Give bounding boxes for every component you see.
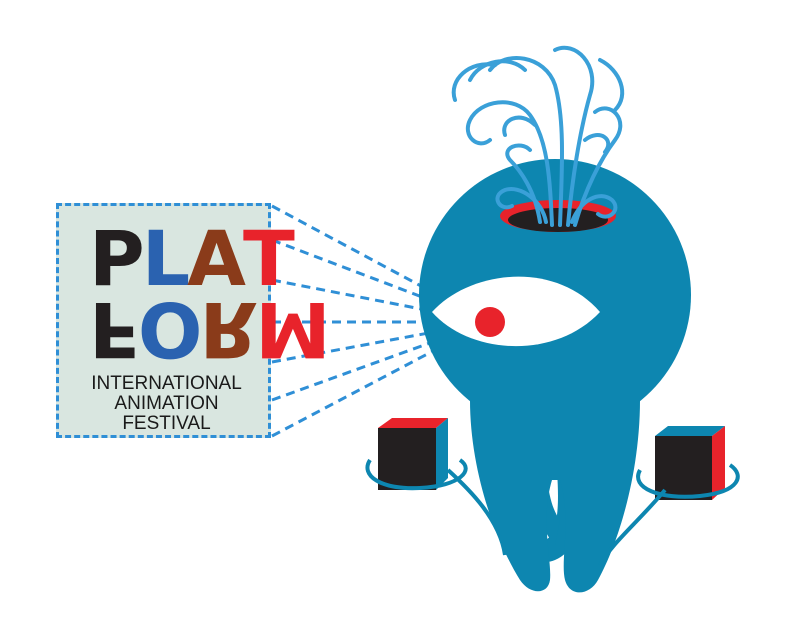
- logo-letter: L: [141, 214, 190, 303]
- logo-panel: P L A T F O R M INTERNATIONAL ANIMATION …: [56, 203, 328, 438]
- logo-word-top: P L A T: [89, 214, 295, 303]
- water-fountain: [451, 45, 625, 227]
- logo-letter: M: [255, 285, 328, 374]
- logo-letter: P: [89, 214, 145, 303]
- subtitle-line-2: ANIMATION FESTIVAL: [114, 393, 219, 434]
- logo-letter: O: [137, 285, 200, 374]
- subtitle-line-1: INTERNATIONAL: [91, 373, 242, 394]
- logo-letter: R: [199, 285, 256, 374]
- eye: [432, 276, 600, 347]
- right-cube: [598, 426, 740, 566]
- logo-letter: T: [242, 214, 295, 303]
- logo-letter: A: [187, 214, 246, 303]
- logo-letter: F: [89, 285, 138, 374]
- head-opening: [500, 200, 616, 232]
- logo-word-bottom-flipped: F O R M: [89, 285, 328, 374]
- left-cube: [365, 418, 507, 556]
